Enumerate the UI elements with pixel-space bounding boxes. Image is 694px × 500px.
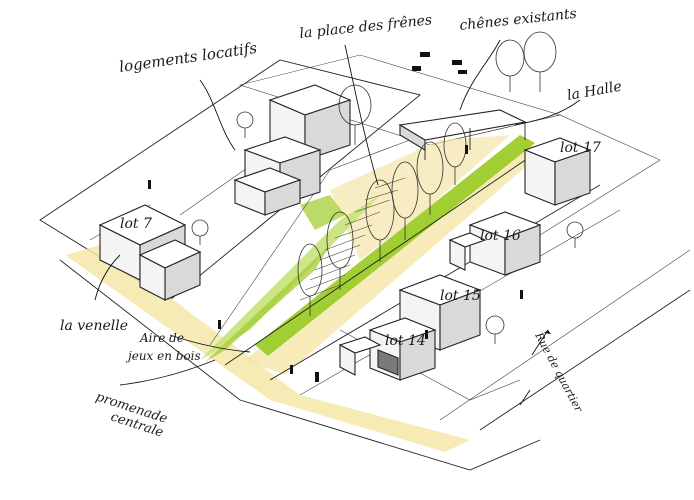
person-5 bbox=[520, 290, 523, 299]
person-6 bbox=[425, 330, 428, 339]
label-rue-de-quartier: Rue de quartier bbox=[532, 329, 586, 414]
person-7 bbox=[465, 145, 468, 154]
label-aire-de-jeux-2: jeux en bois bbox=[125, 349, 201, 363]
small-tree-3 bbox=[566, 221, 584, 248]
small-tree-4 bbox=[485, 315, 505, 344]
person-1 bbox=[148, 180, 151, 189]
person-3 bbox=[315, 372, 319, 382]
label-halle: la Halle bbox=[566, 79, 623, 104]
label-aire-de-jeux-1: Aire de bbox=[139, 331, 184, 345]
person-2 bbox=[218, 320, 221, 329]
lot17-building bbox=[523, 137, 592, 206]
ash-tree-3 bbox=[391, 161, 419, 240]
lot14-building bbox=[338, 317, 437, 381]
ash-tree-2 bbox=[365, 179, 395, 262]
label-venelle: la venelle bbox=[60, 318, 128, 334]
ash-tree-1 bbox=[338, 84, 372, 145]
small-tree-2 bbox=[236, 111, 254, 138]
label-lot16: lot 16 bbox=[480, 228, 521, 244]
place-stairs bbox=[299, 177, 406, 301]
halle-structure bbox=[398, 109, 527, 160]
ash-tree-5 bbox=[326, 211, 354, 290]
green-strip bbox=[200, 135, 535, 362]
oak-tree-2 bbox=[523, 31, 557, 92]
lot7-building bbox=[98, 204, 202, 301]
label-logements: logements locatifs bbox=[118, 39, 258, 76]
label-lot17: lot 17 bbox=[560, 140, 601, 156]
logements-buildings bbox=[233, 84, 352, 216]
oak-tree-1 bbox=[495, 39, 525, 92]
ash-tree-6 bbox=[297, 243, 323, 316]
lot16-building bbox=[448, 211, 542, 276]
leader-lines bbox=[94, 39, 581, 406]
cattle bbox=[412, 52, 467, 74]
small-tree-1 bbox=[191, 219, 209, 245]
label-lot14: lot 14 bbox=[385, 333, 426, 349]
trees bbox=[191, 31, 584, 344]
people bbox=[148, 145, 523, 382]
person-4 bbox=[290, 365, 293, 374]
label-lot7: lot 7 bbox=[120, 216, 152, 232]
ash-tree-4 bbox=[416, 141, 444, 215]
label-lot15: lot 15 bbox=[440, 288, 481, 304]
label-chenes-existants: chênes existants bbox=[459, 6, 578, 34]
label-place-des-frenes: la place des frênes bbox=[299, 12, 433, 42]
